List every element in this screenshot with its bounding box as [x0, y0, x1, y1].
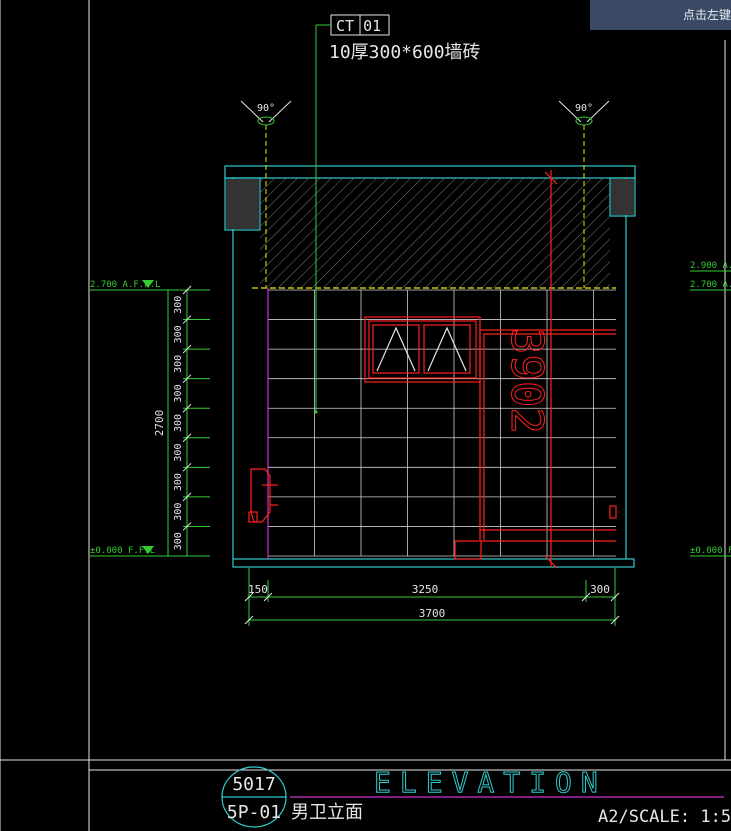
height-segment-label: 300 [173, 414, 184, 432]
dim-right: 300 [590, 583, 610, 596]
title-block: 5017 5P-01 男卫立面 ELEVATION A2/SCALE: 1:50 [221, 766, 731, 828]
height-segment-label: 300 [173, 532, 184, 550]
door-mark: 3902 [501, 328, 552, 434]
view-name: 男卫立面 [291, 802, 363, 823]
dim-slash [182, 344, 192, 354]
level-left-bottom: ±0.000 F.F.L [90, 546, 155, 556]
dim-slash [182, 315, 192, 324]
dim-slash [182, 433, 192, 443]
left-column-block [226, 179, 259, 229]
height-segment-label: 300 [173, 444, 184, 462]
height-segment-label: 300 [173, 384, 184, 402]
ceiling-hatch [260, 178, 610, 288]
view-angle-left: 90° [257, 103, 275, 114]
height-segment-label: 300 [173, 473, 184, 491]
dim-slash [182, 374, 192, 384]
vertical-dimension: 300 300 300 300 300 300 300 300 300 2700 [90, 285, 210, 557]
dim-slash [182, 403, 192, 413]
scale-label: A2/SCALE: 1:50 [598, 807, 731, 827]
dim-slash [182, 462, 192, 472]
view-marker-right: 90° [558, 100, 610, 288]
dim-total: 3700 [419, 607, 446, 620]
level-right-bottom: ±0.000 F.F.L [690, 546, 731, 556]
left-click-hint: 点击左键 [590, 0, 731, 30]
height-total-label: 2700 [153, 410, 166, 437]
hint-label: 点击左键 [682, 8, 731, 22]
view-marker-left: 90° [240, 100, 292, 288]
dim-middle: 3250 [412, 583, 439, 596]
height-segment-label: 300 [173, 503, 184, 521]
material-note: CT 01 10厚300*600墙砖 [314, 14, 481, 414]
dim-slash [182, 522, 192, 531]
right-column-block [611, 179, 634, 215]
ref-top: 5017 [232, 774, 275, 795]
dim-left: 150 [248, 583, 268, 596]
height-segment-label: 300 [173, 355, 184, 373]
level-left-top: 2.700 A.F.F.L [90, 280, 160, 290]
dim-slash [182, 492, 192, 502]
height-segment-label: 300 [173, 325, 184, 343]
horizontal-dimension: 150 3250 300 3700 [244, 568, 620, 626]
dim-slash [182, 285, 192, 295]
view-angle-right: 90° [575, 103, 593, 114]
elevation-heading: ELEVATION [374, 766, 607, 799]
level-markers: 2.700 A.F.F.L ±0.000 F.F.L 2.900 A.F.F.L… [90, 261, 731, 557]
level-right-top-2: 2.700 A.F.F.L [690, 280, 731, 290]
ref-bottom: 5P-01 [227, 802, 281, 823]
height-segment-label: 300 [173, 296, 184, 314]
urinal [248, 468, 278, 523]
level-right-top-1: 2.900 A.F.F.L [690, 261, 731, 271]
note-description: 10厚300*600墙砖 [329, 42, 481, 63]
note-code: CT 01 [336, 17, 381, 35]
door-opening [454, 170, 617, 569]
